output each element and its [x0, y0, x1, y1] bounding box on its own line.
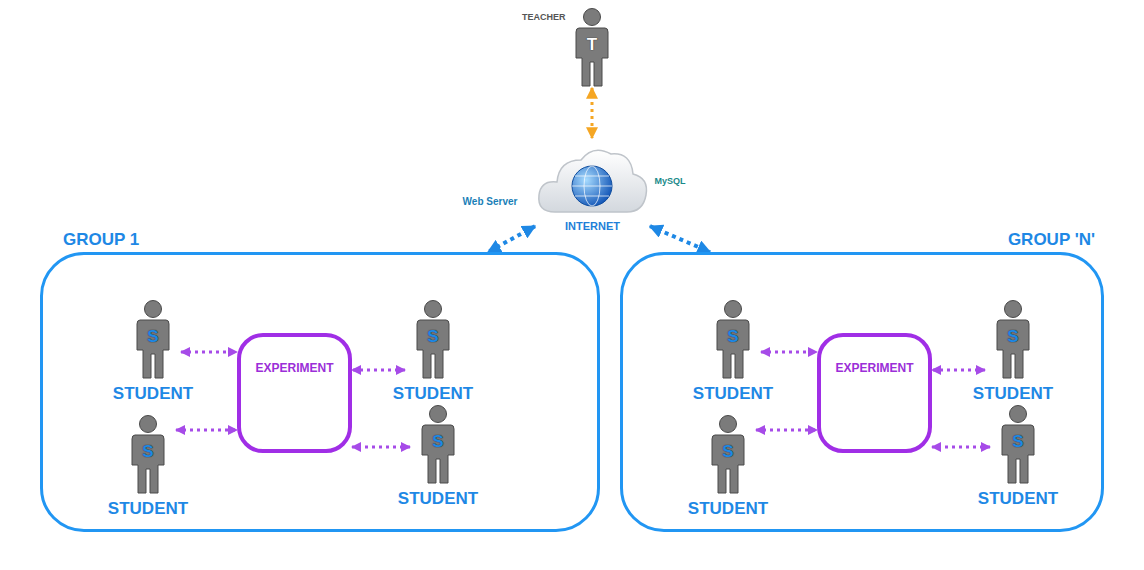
student-node: SSTUDENT [125, 300, 181, 400]
teacher-node: T TEACHER [522, 6, 612, 88]
experiment-box: EXPERIMENT [817, 333, 932, 453]
person-letter: S [131, 442, 165, 462]
group-heading: GROUP 1 [63, 230, 139, 250]
person-label: STUDENT [398, 489, 478, 509]
person-letter: S [421, 432, 455, 452]
student-node: SSTUDENT [410, 405, 466, 505]
database-label: MySQL [642, 176, 698, 186]
group-heading: GROUP 'N' [1008, 230, 1095, 250]
person-label: STUDENT [393, 384, 473, 404]
student-node: SSTUDENT [985, 300, 1041, 400]
person-letter: S [996, 327, 1030, 347]
dotted-connector [352, 446, 410, 449]
experiment-box: EXPERIMENT [237, 333, 352, 453]
person-letter: S [716, 327, 750, 347]
dotted-connector [591, 88, 594, 138]
person-label: TEACHER [522, 12, 566, 22]
dotted-connector [932, 446, 990, 449]
person-letter: S [1001, 432, 1035, 452]
dotted-connector [352, 369, 405, 372]
student-node: SSTUDENT [700, 415, 756, 515]
student-node: SSTUDENT [405, 300, 461, 400]
person-label: STUDENT [688, 499, 768, 519]
dotted-connector [176, 429, 237, 432]
dotted-connector [932, 369, 985, 372]
internet-cloud: INTERNET [535, 138, 650, 236]
person-label: STUDENT [973, 384, 1053, 404]
person-letter: T [575, 35, 609, 55]
person-label: STUDENT [693, 384, 773, 404]
person-label: STUDENT [113, 384, 193, 404]
person-label: STUDENT [978, 489, 1058, 509]
group-box: GROUP 'N'EXPERIMENTSSTUDENTSSTUDENTSSTUD… [620, 252, 1104, 532]
dotted-connector [488, 226, 535, 252]
dotted-connector [650, 226, 710, 252]
dotted-connector [181, 351, 237, 354]
person-letter: S [136, 327, 170, 347]
cloud-icon [535, 138, 650, 218]
student-node: SSTUDENT [705, 300, 761, 400]
person-letter: S [416, 327, 450, 347]
cloud-label: INTERNET [535, 220, 650, 232]
person-label: STUDENT [108, 499, 188, 519]
box-label: EXPERIMENT [255, 361, 333, 375]
group-box: GROUP 1EXPERIMENTSSTUDENTSSTUDENTSSTUDEN… [40, 252, 600, 532]
student-node: SSTUDENT [990, 405, 1046, 505]
box-label: EXPERIMENT [835, 361, 913, 375]
dotted-connector [761, 351, 817, 354]
student-node: SSTUDENT [120, 415, 176, 515]
server-label: Web Server [446, 196, 534, 207]
dotted-connector [756, 429, 817, 432]
person-letter: S [711, 442, 745, 462]
